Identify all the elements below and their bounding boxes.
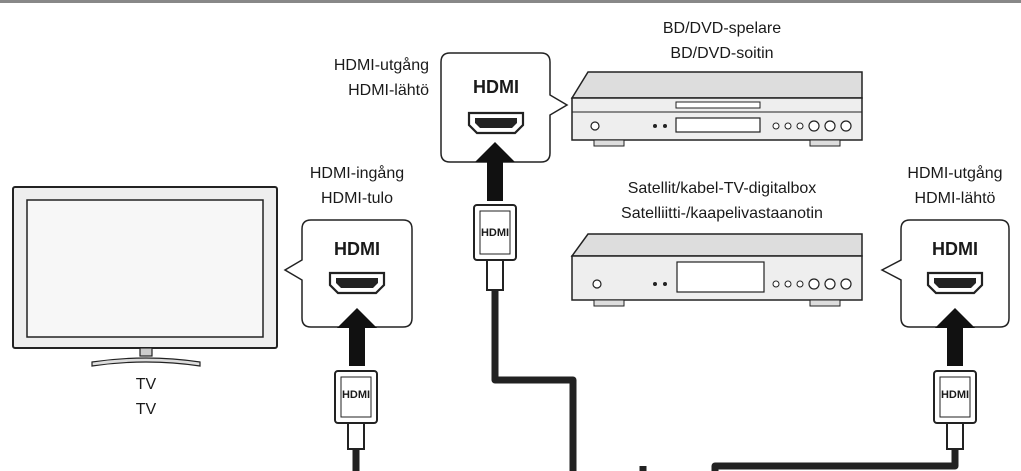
bd-output-port-label: HDMI	[473, 77, 519, 97]
arrow-up-icon	[935, 308, 975, 366]
top-rule	[0, 0, 1021, 3]
tv-label-1: TV	[136, 376, 157, 393]
bd-player-label-1: BD/DVD-spelare	[663, 20, 781, 37]
sat-output-label-1: HDMI-utgång	[907, 164, 1002, 182]
hdmi-plug-icon	[334, 370, 378, 450]
satellite-box-icon	[570, 233, 863, 307]
arrow-up-icon	[475, 142, 515, 201]
arrow-up-icon	[337, 308, 377, 366]
tv-label-2: TV	[136, 401, 157, 418]
sat-output-label-2: HDMI-lähtö	[915, 190, 996, 207]
satellite-label-2: Satelliitti-/kaapelivastaanotin	[621, 205, 823, 222]
bd-player-label-2: BD/DVD-soitin	[670, 45, 773, 62]
hdmi-port-icon	[328, 271, 386, 295]
satellite-label-1: Satellit/kabel-TV-digitalbox	[628, 180, 817, 197]
hdmi-plug-icon	[473, 204, 517, 291]
bd-hdmi-cable	[491, 290, 577, 471]
bd-dvd-player-icon	[570, 71, 863, 147]
sat-hdmi-cable-2	[711, 448, 959, 471]
bd-output-callout	[440, 52, 569, 163]
hdmi-plug-icon	[933, 370, 977, 450]
tv-icon	[12, 186, 278, 367]
bd-plug-label: HDMI	[481, 227, 509, 239]
hdmi-port-icon	[926, 271, 984, 295]
sat-output-port-label: HDMI	[932, 239, 978, 259]
hdmi-port-icon	[467, 111, 525, 135]
tv-input-label-2: HDMI-tulo	[321, 190, 393, 207]
bd-output-label-1: HDMI-utgång	[334, 56, 429, 74]
tv-input-label-1: HDMI-ingång	[310, 164, 404, 182]
sat-plug-label: HDMI	[941, 389, 969, 401]
tv-plug-label: HDMI	[342, 389, 370, 401]
cables	[352, 290, 959, 471]
bd-output-label-2: HDMI-lähtö	[348, 82, 429, 99]
tv-input-port-label: HDMI	[334, 239, 380, 259]
